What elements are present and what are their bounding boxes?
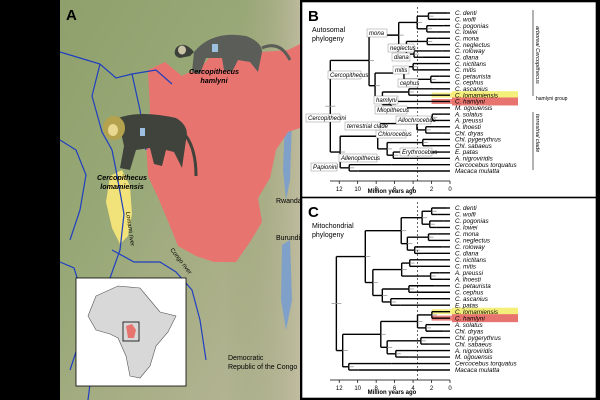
side-label-arboreal: arboreal Cercopithecus [534,26,540,84]
label-lomamiensis-genus: Cercopithecus [97,173,147,182]
label-rwanda: Rwanda [276,198,302,205]
axis-tick-label: 10 [354,187,361,193]
panel-c-mitochondrial: C Mitochondrial phylogeny C. dentiC. wol… [302,198,596,398]
axis-tick-label: 10 [354,386,361,392]
panel-c-title-2: phylogeny [312,232,344,239]
clade-label-hamlyni: hamlyni [376,98,397,104]
clade-label-cercopithecus: Cercopithecus [330,73,368,79]
label-burundi: Burundi [276,235,301,242]
side-label-hamlyni-group: hamlyni group [536,96,568,102]
panel-b-title-2: phylogeny [312,36,344,43]
clade-label-miopithecus: Miopithecus [377,108,409,114]
panel-c-title-1: Mitochondrial [312,223,354,230]
clade-label-allenopithecus: Allenopithecus [340,156,380,162]
clade-label-chlorocebus: Chlorocebus [378,132,412,138]
clade-label-neglectus: neglectus [390,46,416,52]
clade-label-cercopithecini: Cercopithecini [308,116,347,122]
clade-label-mitis: mitis [395,68,407,74]
label-drc-line2: Republic of the Congo [228,364,297,371]
panel-b-axis-title: Million years ago [368,189,417,195]
panel-b-autosomal: B Autosomal phylogeny C. dentiC. wolfiC.… [302,2,596,197]
clade-label-mona: mona [369,31,385,37]
panel-b-title-1: Autosomal [312,27,346,34]
clade-label-erythrocebus: Erythrocebus [402,150,437,156]
clade-label-papionini: Papionini [313,165,338,171]
label-drc-line1: Democratic [228,355,264,362]
panel-b-letter: B [308,8,319,25]
label-lomamiensis-species: lomamiensis [100,182,144,191]
label-hamlyni-species: hamlyni [200,76,228,85]
clade-label-terrestrial: terrestrial clade [347,124,389,130]
label-hamlyni-genus: Cercopithecus [189,67,239,76]
panel-a-letter: A [66,7,77,24]
side-label-terrestrial: terrestrial clade [534,114,540,152]
africa-inset [76,278,186,386]
panel-a-map: Cercopithecus hamlyni Cercopithecus loma… [60,0,302,400]
tip-label: Macaca mulatta [455,367,500,374]
tip-label: Macaca mulatta [455,168,500,175]
axis-tick-label: 12 [336,187,343,193]
clade-label-cephus: cephus [400,81,419,87]
panel-c-axis-title: Million years ago [368,390,417,396]
axis-tick-label: 12 [336,386,343,392]
panel-c-letter: C [308,204,319,221]
clade-label-diana: diana [394,55,409,61]
clade-label-allochrocebus: Allochrocebus [397,118,436,124]
